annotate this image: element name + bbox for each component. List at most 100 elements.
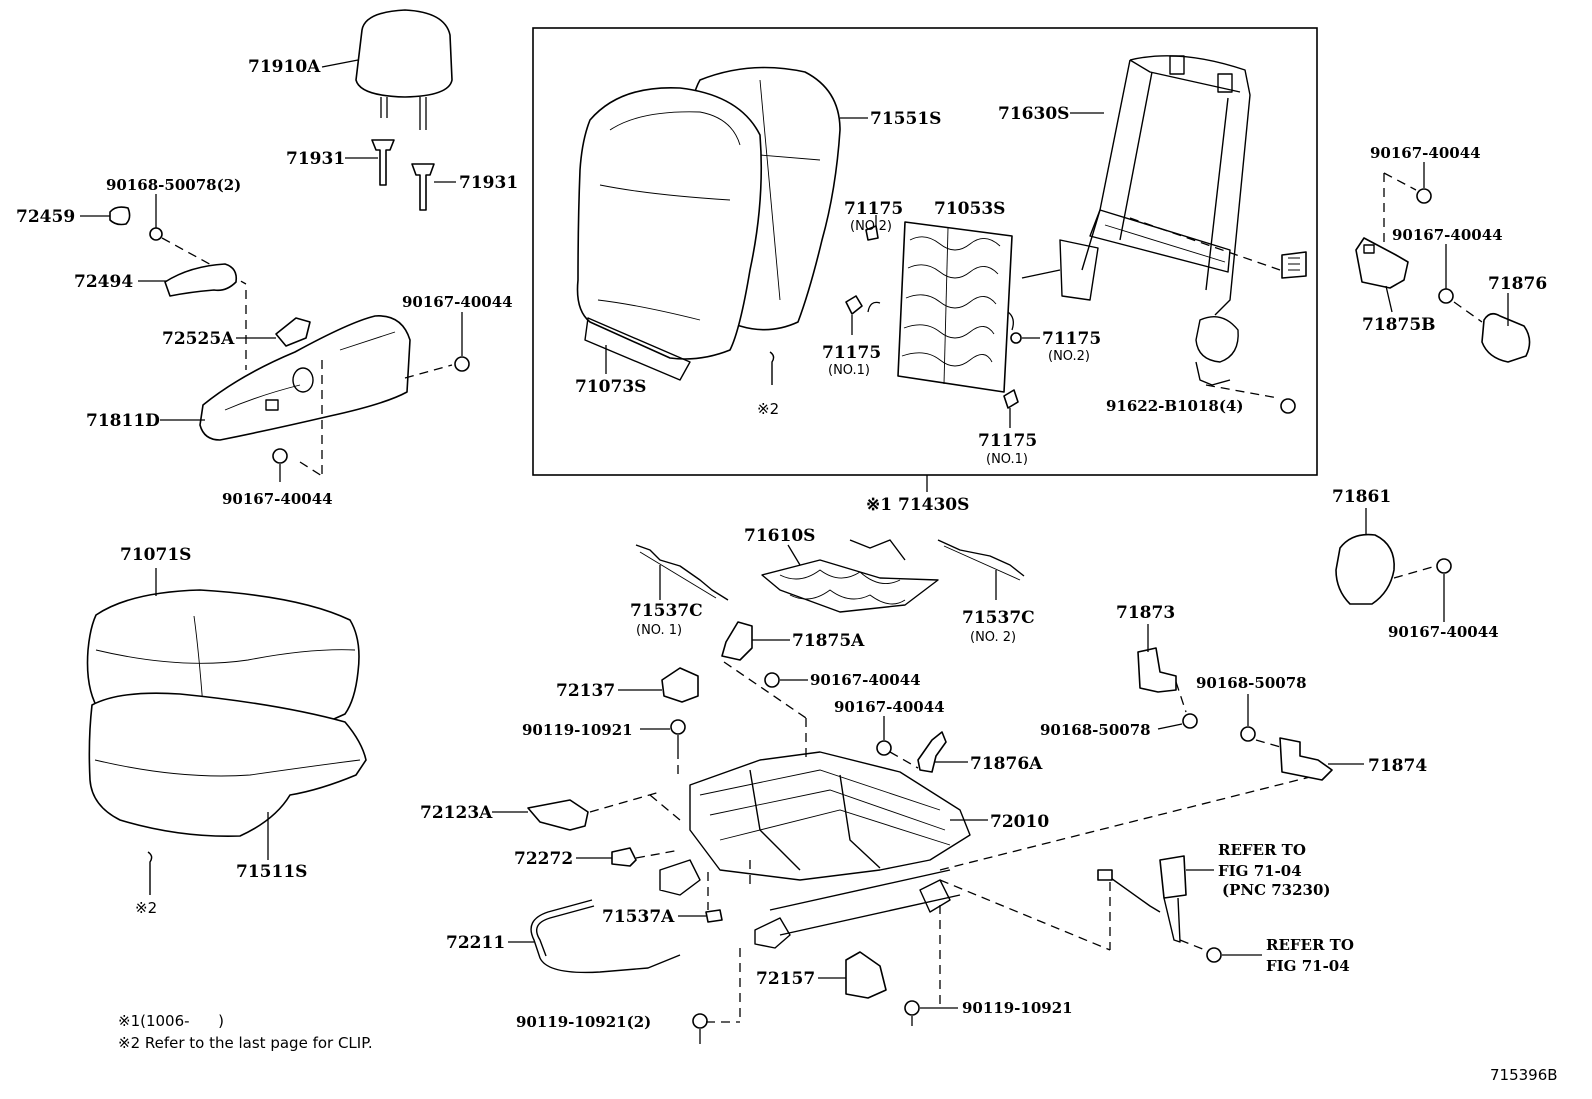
label-refer-1-line3: (PNC 73230) [1222,881,1331,899]
bracket-71873-drawing [1137,647,1177,693]
label-spring-71053s: 71053S [934,199,1005,219]
cover-72157-drawing [845,951,887,999]
cushion-pad-71511s-drawing [88,692,367,837]
bolt-91622-drawing [1280,398,1296,414]
label-bushing-72272: 72272 [514,849,573,869]
bracket-71874-drawing [1279,737,1333,781]
spring-71053s-drawing [897,221,1013,393]
label-back-pad-71073s: 71073S [575,377,646,397]
cover-71875a-drawing [721,621,753,661]
screw-90168-b-drawing [1240,694,1256,742]
bolt-90119-c-drawing [692,1013,708,1044]
cover-71876a-drawing [917,731,947,773]
cover-71875b-drawing [1355,237,1409,289]
label-refer-1-line1: REFER TO [1218,841,1306,859]
label-cushion-pad-71511s: 71511S [236,862,307,882]
cover-71876-drawing [1481,312,1531,363]
label-cover-71875a: 71875A [792,631,865,651]
wire-71537c-no1-drawing [635,544,729,601]
wire-71537c-no2-drawing [937,539,1025,581]
hog-ring-drawings [845,225,1022,409]
cap-72459-drawing [109,206,131,226]
label-bolt-90119-b: 90119-10921 [962,999,1073,1017]
screw-90168-drawing [149,194,163,241]
label-back-cover-71551s: 71551S [870,109,941,129]
label-hog-71175-no1-a-sub: (NO.1) [828,363,870,378]
frame-pad-drawing [1281,251,1307,279]
label-hog-71175-no1-b: 71175 [978,431,1037,451]
label-screw-90168-2: 90168-50078(2) [106,176,241,194]
screw-90167-low-drawing [876,716,892,756]
link-72123a-drawing [527,799,589,831]
spring-71610s-drawing [761,539,939,613]
label-knob-72525a: 72525A [162,329,235,349]
label-guide-72137: 72137 [556,681,615,701]
screw-90167-mid-drawing [764,672,780,688]
label-link-72123a: 72123A [420,803,493,823]
label-bar-72211: 72211 [446,933,505,953]
label-screw-90168-b: 90168-50078 [1196,674,1307,692]
label-support-left: 71931 [286,149,345,169]
lever-72494-drawing [164,263,238,297]
clip-cushion-drawing [147,851,153,895]
label-bolt-91622: 91622-B1018(4) [1106,397,1243,415]
label-wire-71537c-no2-sub: (NO. 2) [970,630,1016,645]
screw-90167-shield-b [272,448,288,482]
label-screw-90168-a: 90168-50078 [1040,721,1151,739]
label-cover-72157: 72157 [756,969,815,989]
label-adjuster-72010: 72010 [990,812,1049,832]
label-screw-90167-mid: 90167-40044 [810,671,921,689]
note-1: ※1(1006- ) [118,1012,224,1030]
label-bolt-90119-a: 90119-10921 [522,721,633,739]
screw-90167-71861-drawing [1436,558,1452,622]
guide-72137-drawing [661,667,699,703]
headrest-support-left [371,139,395,186]
shield-71811d-drawing [199,315,411,441]
label-cover-71876a: 71876A [970,754,1043,774]
label-cushion-cover-71071s: 71071S [120,545,191,565]
label-bracket-71873: 71873 [1116,603,1175,623]
label-wire-71537c-no2: 71537C [962,608,1035,628]
label-bracket-71874: 71874 [1368,756,1427,776]
label-cover-71876: 71876 [1488,274,1547,294]
screw-90167-r1-drawing [1416,188,1432,204]
label-headrest: 71910A [248,57,321,77]
label-lever-72494: 72494 [74,272,133,292]
label-hog-71175-no1-b-sub: (NO.1) [986,452,1028,467]
label-refer-1-line2: FIG 71-04 [1218,862,1302,880]
screw-90167-shield-r [454,312,470,372]
label-spring-71610s: 71610S [744,526,815,546]
cover-71861-drawing [1335,533,1395,605]
label-pad-71537a: 71537A [602,907,675,927]
label-cover-71861: 71861 [1332,487,1391,507]
label-screw-90167-r1: 90167-40044 [1370,144,1481,162]
label-clip-cushion: ※2 [135,899,157,917]
headrest-drawing [355,9,453,130]
label-hog-71175-no2-a: 71175 [844,199,903,219]
label-hog-71175-no1-a: 71175 [822,343,881,363]
label-hog-71175-no2-a-sub: (NO.2) [850,219,892,234]
label-cap-72459: 72459 [16,207,75,227]
label-hog-71175-no2-b: 71175 [1042,329,1101,349]
refer-nut-drawing [1206,947,1222,963]
label-refer-2-line1: REFER TO [1266,936,1354,954]
screw-90167-r2-drawing [1438,288,1454,304]
screw-90168-a-drawing [1182,713,1198,729]
figure-code: 715396B [1490,1066,1558,1084]
label-support-right: 71931 [459,173,518,193]
label-screw-90167-r2: 90167-40044 [1392,226,1503,244]
back-pad-71073s-drawing [576,86,763,381]
label-wire-71537c-no1-sub: (NO. 1) [636,623,682,638]
label-bolt-90119-c: 90119-10921(2) [516,1013,651,1031]
label-shield-71811d: 71811D [86,411,160,431]
frame-71630s-drawing [1021,55,1251,386]
label-screw-90167-shield-b: 90167-40044 [222,490,333,508]
note-2: ※2 Refer to the last page for CLIP. [118,1034,373,1052]
label-screw-90167-shield-r: 90167-40044 [402,293,513,311]
label-screw-90167-71861: 90167-40044 [1388,623,1499,641]
seatbelt-buckle-drawing [1097,855,1187,943]
label-hog-71175-no2-b-sub: (NO.2) [1048,349,1090,364]
label-refer-2-line2: FIG 71-04 [1266,957,1350,975]
label-cover-71875b: 71875B [1362,315,1436,335]
